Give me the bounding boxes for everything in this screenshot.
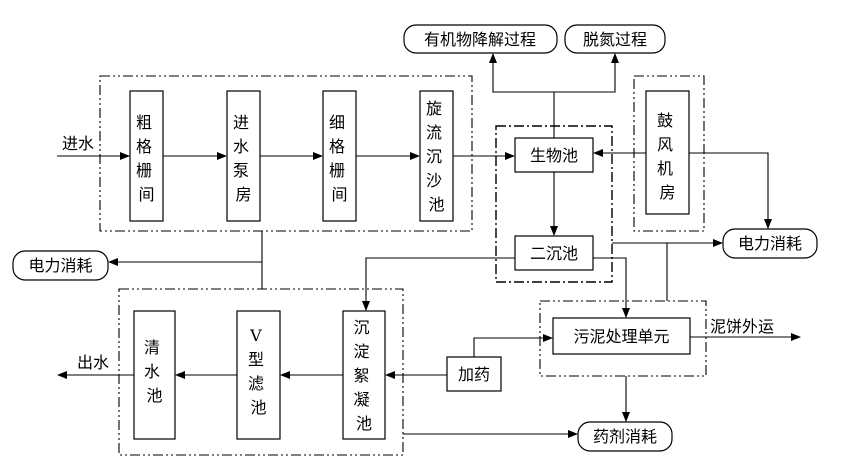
arrow-to-organic-degradation (489, 53, 555, 138)
power-consumption-left-label: 电力消耗 (28, 256, 92, 275)
clear-water-tank-node: 清 水 池 (133, 310, 176, 440)
blower-label: 鼓 风 机 房 (657, 111, 678, 202)
sludge-cake-outbound-label: 泥饼外运 (710, 317, 774, 336)
power-consumption-left-node: 电力消耗 (12, 250, 109, 281)
arrow-clarifier-to-sludge (593, 257, 630, 318)
v-filter-label: V 型 滤 池 (248, 326, 269, 417)
flocculation-tank-label: 沉 淀 絮 凝 池 (353, 318, 374, 433)
outflow-label: 出水 (77, 353, 109, 372)
sludge-unit-label: 污泥处理单元 (573, 327, 669, 346)
dosing-node: 加药 (446, 356, 502, 392)
chemical-consumption-node: 药剂消耗 (577, 421, 673, 452)
denitrification-node: 脱氮过程 (564, 24, 666, 54)
fine-screen-node: 细 格 栅 间 (322, 90, 357, 222)
inlet-pump-node: 进 水 泵 房 (226, 90, 261, 222)
sludge-unit-node: 污泥处理单元 (552, 317, 691, 355)
organic-degradation-node: 有机物降解过程 (403, 24, 558, 54)
secondary-clarifier-node: 二沉池 (514, 235, 594, 271)
pretreatment-group-frame (99, 75, 473, 232)
arrow-dosing-to-sludge (473, 334, 553, 357)
clear-water-tank-label: 清 水 池 (144, 338, 165, 405)
blower-node: 鼓 风 机 房 (645, 90, 690, 215)
organic-degradation-label: 有机物降解过程 (424, 30, 536, 49)
dosing-label: 加药 (458, 365, 490, 384)
bio-tank-node: 生物池 (514, 137, 594, 173)
power-consumption-right-node: 电力消耗 (722, 228, 818, 259)
chemical-consumption-label: 药剂消耗 (593, 427, 657, 446)
advanced-treatment-frame (118, 288, 404, 456)
arrow-to-denitrification (554, 53, 619, 93)
flocculation-tank-node: 沉 淀 絮 凝 池 (342, 310, 386, 440)
v-filter-node: V 型 滤 池 (236, 310, 281, 440)
coarse-screen-label: 粗 格 栅 间 (136, 113, 157, 204)
inflow-label: 进水 (62, 134, 94, 153)
inlet-pump-label: 进 水 泵 房 (233, 113, 254, 204)
arrow-clarifier-to-floc (362, 257, 515, 311)
bio-tank-label: 生物池 (530, 146, 578, 165)
denitrification-label: 脱氮过程 (583, 30, 647, 49)
arrow-blower-to-power (689, 152, 772, 229)
secondary-clarifier-label: 二沉池 (530, 244, 578, 263)
fine-screen-label: 细 格 栅 间 (329, 113, 350, 204)
grit-chamber-label: 旋 流 沉 沙 池 (426, 99, 447, 214)
arrow-to-power-left (108, 231, 263, 266)
coarse-screen-node: 粗 格 栅 间 (129, 90, 164, 222)
grit-chamber-node: 旋 流 沉 沙 池 (419, 90, 454, 222)
flow-arrows (57, 53, 801, 438)
power-consumption-right-label: 电力消耗 (738, 234, 802, 253)
